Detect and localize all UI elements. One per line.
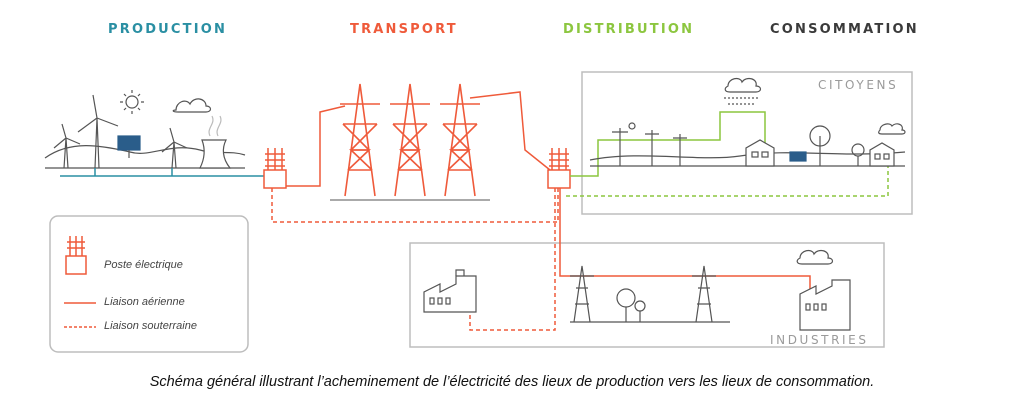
house-icon	[869, 142, 895, 167]
sun-icon	[120, 90, 144, 114]
header-distribution: DISTRIBUTION	[563, 22, 695, 37]
legend-poste-label: Poste électrique	[104, 259, 183, 271]
wind-turbine-icon	[161, 127, 188, 169]
pylon-icon	[692, 265, 716, 323]
substation-1-icon	[263, 148, 287, 189]
cloud-icon	[172, 98, 212, 113]
solar-panel-icon	[789, 151, 807, 162]
tree-icon	[616, 288, 636, 322]
cloud-icon	[878, 123, 906, 135]
distribution-lines	[566, 111, 889, 197]
pylon-icon	[570, 265, 594, 323]
industries-box	[409, 242, 885, 348]
transport-lines	[271, 91, 559, 223]
factory-icon	[423, 269, 477, 313]
legend-poste-icon	[65, 236, 87, 275]
legend-aerienne-label: Liaison aérienne	[104, 296, 185, 308]
tree-icon	[634, 300, 646, 322]
citoyens-scene	[589, 77, 906, 167]
pylon-icon	[340, 83, 380, 197]
wind-turbine-icon	[53, 123, 81, 169]
factory-icon	[799, 279, 851, 331]
legend-box	[49, 215, 249, 353]
cooling-tower-icon	[199, 139, 232, 169]
solar-panel-icon	[117, 135, 141, 158]
legend-symbols	[64, 236, 96, 328]
legend-souterraine-label: Liaison souterraine	[104, 320, 197, 332]
pylon-icon	[390, 83, 430, 197]
tree-icon	[809, 125, 831, 166]
label-citoyens: CITOYENS	[818, 78, 899, 92]
industries-scene	[423, 249, 851, 331]
house-icon	[745, 139, 775, 167]
pylon-icon	[440, 83, 480, 197]
wind-turbine-icon	[77, 94, 119, 169]
figure-caption: Schéma général illustrant l’acheminement…	[149, 374, 875, 390]
cloud-icon	[796, 249, 834, 265]
label-industries: INDUSTRIES	[770, 333, 869, 347]
citoyens-box	[581, 71, 913, 215]
production-scene	[44, 90, 264, 177]
tree-icon	[851, 143, 865, 166]
industry-lines	[469, 188, 811, 331]
header-consommation: CONSOMMATION	[770, 22, 919, 37]
pylon-group	[330, 83, 490, 201]
distribution-pole-icon	[612, 122, 636, 166]
header-production: PRODUCTION	[108, 22, 228, 37]
substation-2-icon	[547, 148, 571, 189]
cloud-icon	[724, 77, 762, 93]
header-transport: TRANSPORT	[350, 22, 458, 37]
